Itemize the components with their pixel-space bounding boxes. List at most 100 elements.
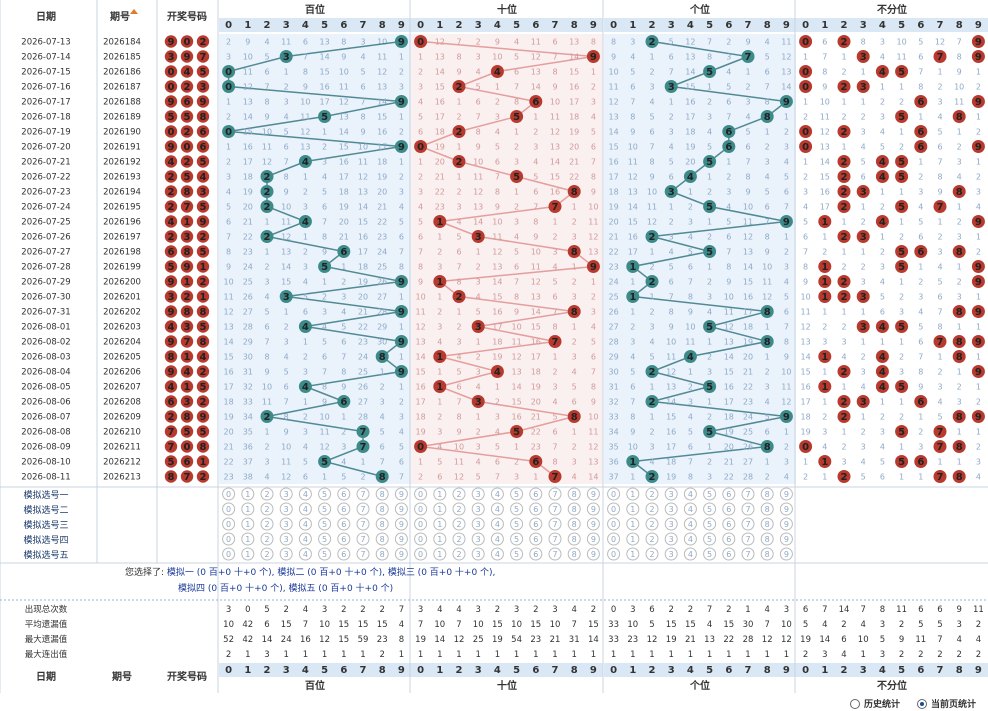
stat-value: 10 — [550, 620, 561, 630]
miss-value: 15 — [628, 218, 638, 227]
miss-value: 2 — [861, 263, 866, 272]
miss-value: 1 — [861, 338, 866, 347]
stat-value: 19 — [415, 635, 426, 645]
miss-value: 3 — [937, 98, 942, 107]
miss-value: 3 — [649, 323, 654, 332]
miss-value: 1 — [957, 368, 962, 377]
miss-value: 21 — [435, 173, 445, 182]
miss-value: 1 — [649, 413, 654, 422]
hit-digit: 2 — [649, 397, 656, 408]
miss-value: 1 — [707, 83, 712, 92]
miss-value: 1 — [976, 293, 981, 302]
hit-ball — [471, 395, 485, 408]
miss-value: 1 — [899, 83, 904, 92]
hit-digit: 2 — [841, 157, 848, 168]
stat-value: 2 — [956, 650, 961, 660]
stat-value: 1 — [571, 650, 576, 660]
simulate-digit: 7 — [745, 505, 750, 514]
miss-value: 28 — [358, 413, 368, 422]
miss-value: 14 — [781, 83, 791, 92]
miss-value: 28 — [609, 338, 619, 347]
miss-value: 1 — [649, 53, 654, 62]
row-date: 2026-08-10 — [21, 458, 70, 468]
miss-value: 23 — [358, 338, 368, 347]
miss-value: 12 — [281, 473, 291, 482]
miss-value: 2 — [707, 233, 712, 242]
draw-ball — [164, 125, 178, 138]
miss-value: 4 — [765, 398, 770, 407]
digit-header-bg — [796, 18, 988, 32]
miss-value: 1 — [918, 473, 923, 482]
stat-value: 12 — [647, 635, 658, 645]
miss-value: 3 — [437, 263, 442, 272]
miss-value: 2 — [514, 143, 519, 152]
current-page-stat-option[interactable]: 当前页统计 — [917, 697, 976, 710]
hit-digit: 6 — [725, 127, 732, 138]
hit-digit: 9 — [975, 262, 982, 273]
stat-value: 15 — [338, 620, 349, 630]
miss-value: 9 — [284, 428, 289, 437]
miss-value: 9 — [957, 68, 962, 77]
miss-value: 9 — [630, 428, 635, 437]
miss-value: 2 — [918, 173, 923, 182]
hit-digit: 6 — [725, 142, 732, 153]
simulate-ball — [741, 487, 755, 501]
miss-value: 1 — [630, 278, 635, 287]
issue-header: 期号 — [110, 10, 130, 23]
stat-value: 1 — [707, 650, 712, 660]
simulate-digit: 0 — [226, 505, 231, 514]
hit-ball — [837, 275, 851, 288]
hit-digit: 2 — [649, 277, 656, 288]
stat-value: 12 — [762, 635, 773, 645]
miss-value: 1 — [880, 188, 885, 197]
miss-value: 37 — [243, 458, 253, 467]
miss-value: 3 — [591, 308, 596, 317]
draw-digit: 3 — [200, 187, 207, 198]
miss-value: 1 — [456, 173, 461, 182]
simulate-ball — [356, 517, 370, 531]
miss-value: 5 — [630, 68, 635, 77]
miss-value: 5 — [437, 458, 442, 467]
draw-digit: 0 — [168, 67, 175, 78]
stat-value: 1 — [456, 650, 461, 660]
miss-value: 12 — [512, 353, 522, 362]
miss-value: 13 — [416, 338, 426, 347]
miss-value: 10 — [762, 263, 772, 272]
hit-ball — [971, 275, 985, 288]
miss-value: 2 — [630, 323, 635, 332]
section-bg — [796, 34, 988, 484]
hit-digit: 0 — [802, 67, 809, 78]
draw-ball — [196, 155, 210, 168]
miss-value: 3 — [418, 188, 423, 197]
miss-value: 2 — [649, 428, 654, 437]
miss-value: 13 — [609, 113, 619, 122]
miss-value: 7 — [688, 458, 693, 467]
miss-value: 1 — [976, 383, 981, 392]
miss-value: 16 — [320, 83, 330, 92]
digit-header-2-8: 8 — [764, 20, 771, 31]
stat-value: 25 — [473, 635, 484, 645]
miss-value: 6 — [918, 233, 923, 242]
hit-digit: 4 — [879, 172, 886, 183]
simulate-ball — [626, 502, 640, 516]
hit-ball — [952, 470, 966, 483]
miss-value: 14 — [473, 218, 483, 227]
digit-header-0-4: 4 — [302, 20, 309, 31]
hit-ball — [260, 170, 274, 183]
digit-footer-2-4: 4 — [687, 665, 694, 676]
miss-value: 36 — [609, 458, 619, 467]
hit-digit: 3 — [860, 187, 867, 198]
miss-value: 12 — [588, 233, 598, 242]
miss-value: 8 — [611, 38, 616, 47]
miss-value: 11 — [724, 308, 734, 317]
stat-value: 0 — [611, 605, 616, 615]
stat-value: 14 — [262, 635, 273, 645]
current-radio-icon[interactable] — [917, 698, 927, 709]
miss-value: 17 — [416, 398, 426, 407]
history-radio-icon[interactable] — [850, 698, 860, 709]
miss-value: 1 — [765, 323, 770, 332]
history-stat-option[interactable]: 历史统计 — [850, 697, 900, 710]
simulate-digit: 0 — [418, 535, 423, 544]
miss-value: 1 — [861, 203, 866, 212]
miss-value: 4 — [399, 203, 404, 212]
